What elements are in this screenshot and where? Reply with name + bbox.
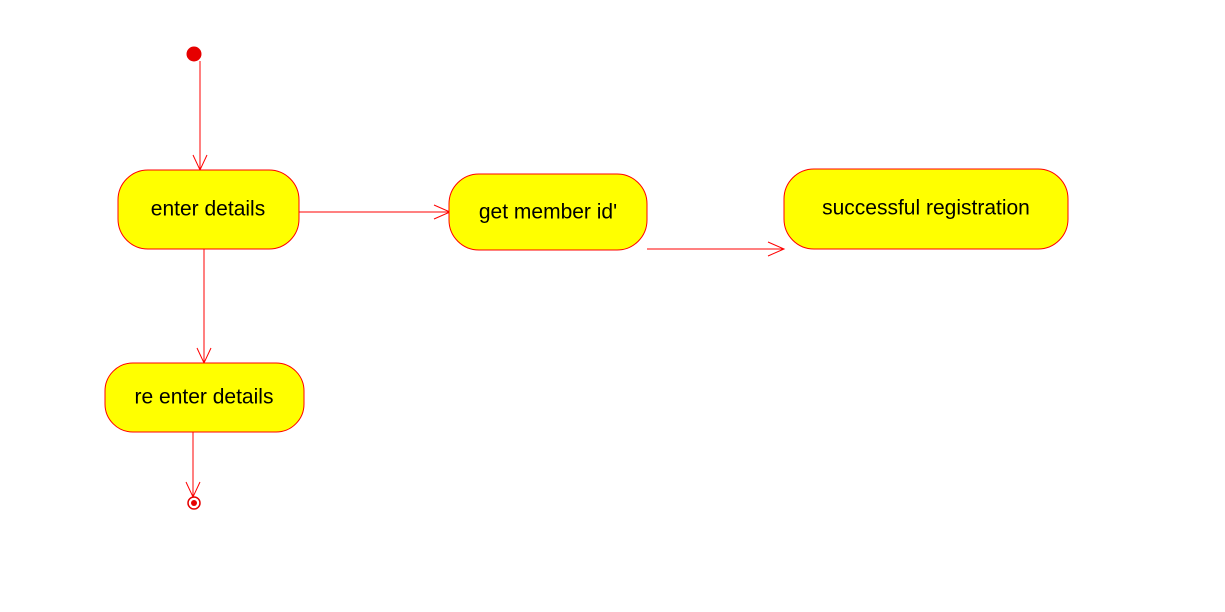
action-re-enter-details-label: re enter details xyxy=(135,386,274,409)
edge-re-enter-details-to-end xyxy=(185,432,201,499)
initial-node[interactable] xyxy=(186,46,202,62)
action-get-member-id[interactable]: get member id' xyxy=(448,173,648,251)
edge-enter-details-to-re-enter-details xyxy=(196,249,212,365)
action-get-member-id-label: get member id' xyxy=(479,201,617,224)
action-enter-details[interactable]: enter details xyxy=(117,169,300,250)
action-re-enter-details[interactable]: re enter details xyxy=(104,362,305,433)
edge-get-member-id-to-successful-registration xyxy=(647,241,786,257)
action-enter-details-label: enter details xyxy=(151,198,265,221)
action-successful-registration-label: successful registration xyxy=(822,197,1030,220)
edge-start-to-enter-details xyxy=(192,61,208,172)
final-node[interactable] xyxy=(187,496,201,510)
edge-enter-details-to-get-member-id xyxy=(299,204,452,220)
action-successful-registration[interactable]: successful registration xyxy=(783,168,1069,250)
